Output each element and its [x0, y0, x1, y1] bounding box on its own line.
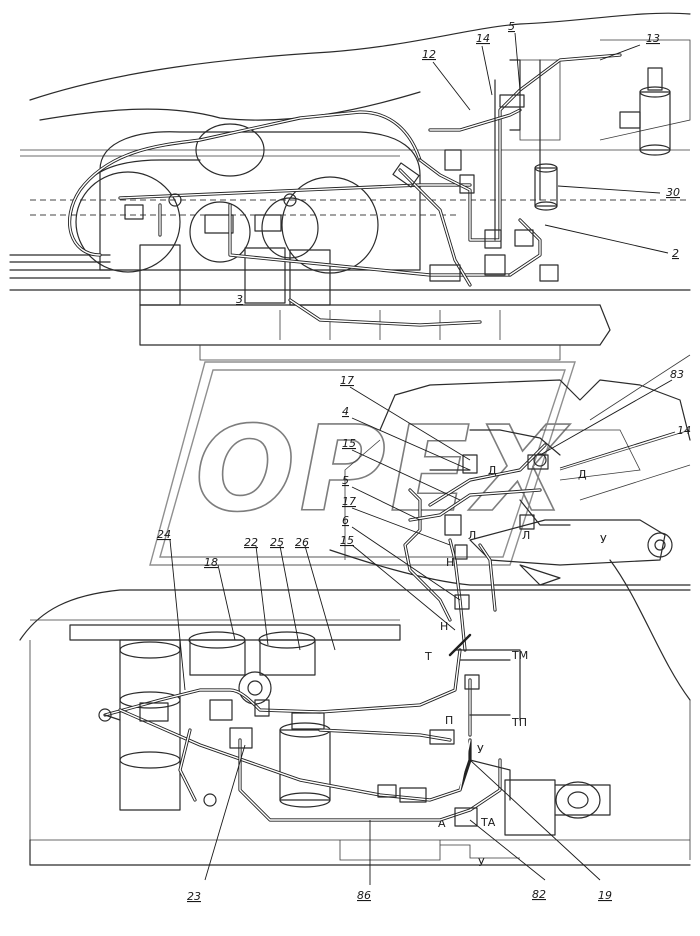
callout-25: 25 — [270, 536, 284, 549]
mark-p: П — [445, 714, 453, 727]
callout-3: 3 — [236, 293, 243, 306]
callout-23: 23 — [187, 890, 201, 903]
watermark: OPEX — [149, 361, 576, 566]
mark-ta: ТА — [480, 816, 496, 829]
mark-u-mid: У — [477, 743, 484, 756]
callout-5-middle: 5 — [342, 474, 349, 487]
upper-fittings — [168, 67, 671, 282]
mark-d-left: Д — [488, 464, 497, 477]
mark-n-upper: Н — [446, 556, 454, 569]
callout-13: 13 — [646, 32, 660, 45]
line-designation-marks: Д Д Л Л Н Н У Т ТМ П ТП У А ТА У — [424, 464, 607, 869]
mark-l-right: Л — [522, 529, 530, 542]
upper-air-lines — [68, 53, 622, 327]
callout-83: 83 — [670, 368, 684, 381]
upper-callouts: 12 14 5 13 30 2 3 — [236, 20, 680, 306]
callout-14: 14 — [476, 32, 490, 45]
mark-d-right: Д — [578, 468, 587, 481]
callout-4: 4 — [342, 405, 349, 418]
callout-17-lower: 17 — [342, 495, 356, 508]
mark-n-lower: Н — [440, 620, 448, 633]
callout-15-upper: 15 — [342, 437, 356, 450]
mark-l-left: Л — [468, 529, 476, 542]
mark-u-bottom: У — [478, 856, 485, 869]
callout-24: 24 — [157, 528, 171, 541]
callout-19: 19 — [598, 889, 612, 902]
callout-6: 6 — [342, 514, 349, 527]
callout-12: 12 — [422, 48, 436, 61]
callout-18: 18 — [204, 556, 218, 569]
middle-fittings — [444, 453, 549, 610]
callout-30: 30 — [666, 186, 680, 199]
callout-5: 5 — [508, 20, 515, 33]
upper-engine-block — [69, 123, 421, 306]
callout-2: 2 — [672, 247, 679, 260]
callout-86: 86 — [357, 889, 371, 902]
lower-callouts: 24 18 22 25 26 23 86 82 19 — [157, 528, 612, 903]
mark-tp: ТП — [511, 716, 527, 729]
callout-22: 22 — [244, 536, 258, 549]
callout-26: 26 — [295, 536, 309, 549]
lower-air-lines — [103, 648, 521, 822]
lower-chassis-outline — [19, 559, 691, 866]
watermark-text: OPEX — [195, 400, 570, 538]
middle-callouts: 17 4 15 5 17 6 15 83 14 — [340, 368, 691, 631]
callout-17-upper: 17 — [340, 374, 354, 387]
mark-u-right: У — [600, 533, 607, 546]
callout-15-lower: 15 — [340, 534, 354, 547]
middle-air-lines — [403, 429, 571, 652]
lower-engine-block — [119, 631, 611, 836]
callout-14-middle: 14 — [677, 424, 691, 437]
mark-a: А — [438, 817, 446, 830]
middle-cab-outline — [329, 354, 691, 586]
callout-82: 82 — [532, 888, 546, 901]
mark-t: Т — [424, 650, 432, 663]
lower-fittings — [98, 633, 480, 827]
